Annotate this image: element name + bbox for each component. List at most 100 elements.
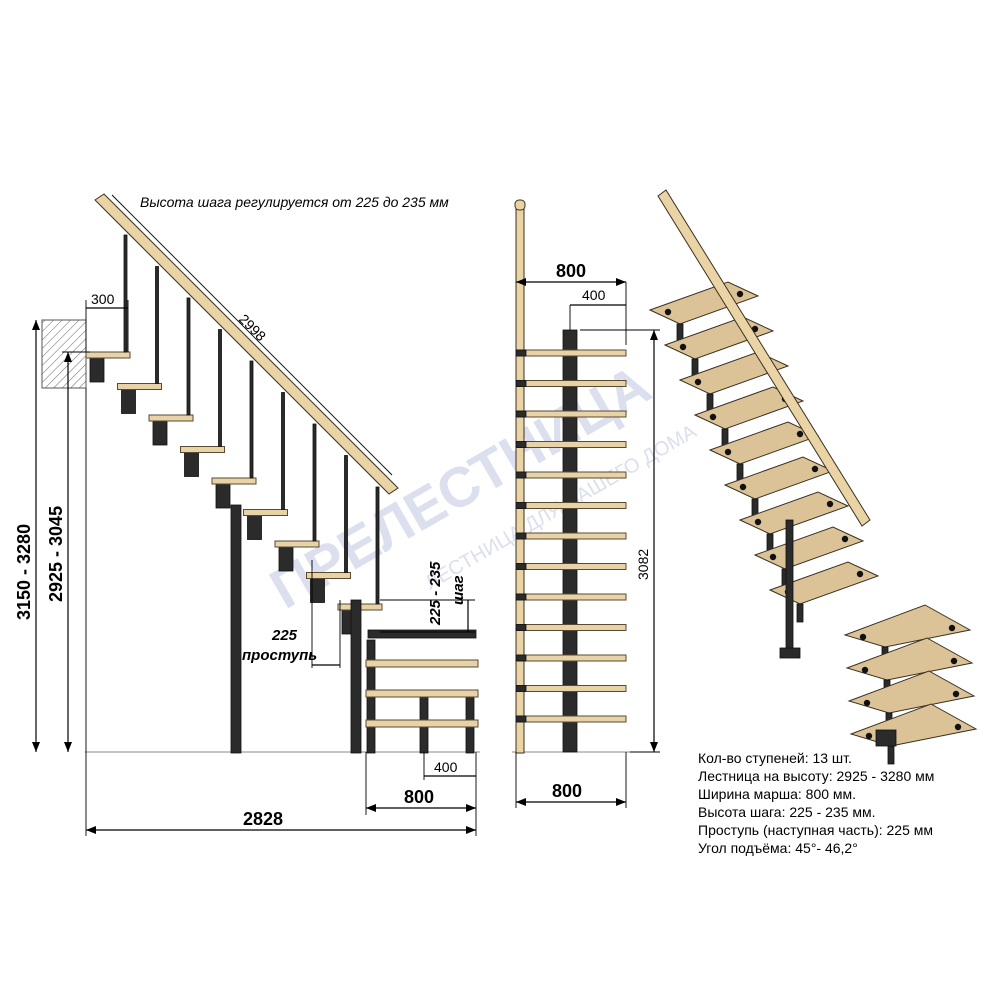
front-top-width-label: 800: [556, 261, 586, 281]
front-view: 800 400 3082 800: [512, 199, 660, 808]
front-step-bracket: [515, 685, 527, 692]
front-step-bracket: [515, 715, 527, 723]
side-view: 2998 300 3150 - 3280 2925 - 3045 225 про…: [14, 193, 480, 836]
side-stringer-segment: [310, 578, 325, 603]
side-stringer-segment: [247, 515, 262, 540]
front-step: [515, 685, 627, 692]
front-step-bracket: [515, 593, 527, 601]
side-baluster: [186, 297, 191, 416]
iso-step-bolt: [856, 570, 864, 578]
side-step-tread: [211, 477, 257, 485]
handrail: [94, 193, 399, 495]
front-step: [515, 654, 627, 662]
iso-step-bolt: [679, 343, 687, 351]
spec-line-5: Проступь (наступная часть): 225 мм: [698, 822, 933, 838]
iso-step-bolt: [950, 657, 958, 665]
iso-step: [847, 670, 976, 714]
landing-plate: [367, 629, 477, 639]
side-step-tread: [180, 446, 225, 453]
iso-step-bolt: [954, 723, 962, 731]
offset-400-label: 400: [434, 759, 458, 775]
front-step-bracket: [515, 380, 527, 387]
iso-step-bolt: [709, 413, 717, 421]
spec-line-3: Ширина марша: 800 мм.: [698, 786, 856, 802]
side-baluster: [155, 266, 159, 384]
front-step-bracket: [515, 441, 527, 448]
support-post-1: [230, 504, 242, 754]
front-step-bracket: [515, 563, 527, 570]
iso-step-support: [887, 745, 895, 765]
front-step-bracket: [515, 654, 527, 662]
side-baluster: [123, 234, 128, 353]
wall-block: [41, 319, 87, 389]
front-step-bracket: [515, 410, 527, 418]
front-step: [515, 532, 627, 540]
iso-step-bolt: [694, 378, 702, 386]
front-step-bracket: [515, 532, 527, 540]
front-rail-post: [515, 204, 525, 754]
iso-step-bolt: [865, 732, 873, 740]
front-step: [515, 715, 627, 723]
dim-300-label: 300: [91, 291, 115, 307]
iso-step-bolt: [664, 308, 672, 316]
iso-step-bolt: [724, 448, 732, 456]
side-baluster: [312, 423, 317, 542]
front-bottom-width-label: 800: [552, 781, 582, 801]
iso-step: [845, 637, 974, 681]
iso-step-bolt: [769, 553, 777, 561]
iso-handrail: [657, 189, 871, 527]
iso-step-bolt: [811, 465, 819, 473]
front-step: [515, 471, 627, 479]
side-step-tread: [85, 351, 131, 359]
specs-block: Кол-во ступеней: 13 шт. Лестница на высо…: [698, 750, 934, 856]
front-step: [515, 563, 627, 570]
isometric-view: [648, 189, 978, 765]
front-step: [515, 441, 627, 448]
side-step-tread: [148, 414, 194, 422]
iso-step-bolt: [952, 690, 960, 698]
front-height-label: 3082: [635, 549, 651, 580]
side-stringer-segment: [184, 452, 199, 477]
side-step-tread: [243, 509, 288, 516]
spec-line-1: Кол-во ступеней: 13 шт.: [698, 750, 852, 766]
front-step: [515, 593, 627, 601]
front-step-bracket: [515, 471, 527, 479]
iso-step-bolt: [863, 699, 871, 707]
total-length-label: 2828: [243, 809, 283, 829]
iso-step-bolt: [754, 518, 762, 526]
iso-steps: [648, 281, 978, 765]
spec-line-2: Лестница на высоту: 2925 - 3280 мм: [698, 768, 934, 784]
front-step: [515, 624, 627, 631]
iso-support-post: [785, 519, 794, 651]
front-step: [515, 502, 627, 509]
step-word-label: шаг: [450, 575, 467, 605]
iso-step-bolt: [841, 535, 849, 543]
step-adjust-note: Высота шага регулируется от 225 до 235 м…: [140, 194, 449, 210]
spec-line-6: Угол подъёма: 45°- 46,2°: [698, 840, 858, 856]
side-step-tread: [274, 540, 320, 548]
iso-step: [693, 386, 805, 430]
side-baluster: [375, 486, 380, 605]
front-steps: [515, 349, 627, 723]
support-post-2: [350, 599, 362, 754]
front-step-bracket: [515, 624, 527, 631]
side-stringer-segment: [152, 420, 168, 446]
dim-floor-height-label: 2925 - 3045: [46, 506, 66, 602]
side-baluster: [249, 360, 254, 479]
iso-step: [753, 526, 865, 570]
tread-word-label: проступь: [242, 647, 317, 664]
iso-step: [738, 491, 850, 535]
side-baluster: [344, 455, 348, 573]
front-step-bracket: [515, 502, 527, 509]
front-step: [515, 410, 627, 418]
iso-step-support: [796, 603, 804, 623]
winder-step-1: [365, 659, 479, 668]
iso-step: [843, 604, 972, 648]
iso-step: [648, 281, 760, 325]
winder-step-3: [365, 719, 479, 728]
front-step: [515, 349, 627, 357]
iso-step-bolt: [736, 290, 744, 298]
iso-step-bolt: [826, 500, 834, 508]
iso-step-bolt: [859, 633, 867, 641]
side-step-tread: [306, 572, 351, 579]
